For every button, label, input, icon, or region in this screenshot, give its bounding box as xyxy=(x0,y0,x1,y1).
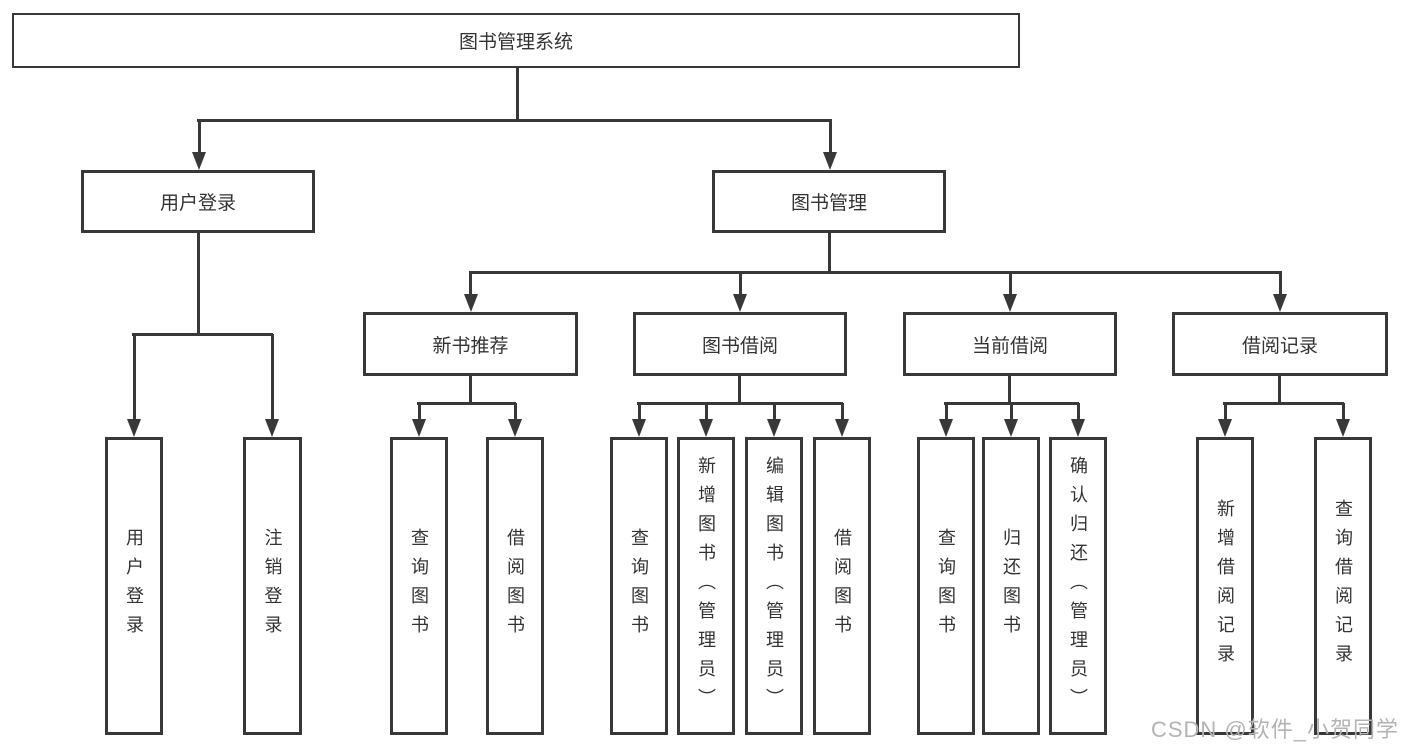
arrow-down-icon xyxy=(767,419,781,437)
node-current-borrowing-label: 当前借阅 xyxy=(971,335,1048,357)
connector-line xyxy=(637,402,843,405)
leaf-bb-edit-books: 编辑图书（管理员） xyxy=(745,437,803,735)
arrow-down-icon xyxy=(939,419,953,437)
connector-line xyxy=(1009,272,1012,298)
node-book-borrowing-label: 图书借阅 xyxy=(701,335,778,357)
node-book-management-label: 图书管理 xyxy=(790,193,867,214)
leaf-cb-confirm-return-label: 确认归还（管理员） xyxy=(1068,455,1088,717)
leaf-br-query-record: 查询借阅记录 xyxy=(1314,437,1372,735)
leaf-bb-add-books-label: 新增图书（管理员） xyxy=(696,455,716,717)
connector-line xyxy=(197,233,200,335)
connector-line xyxy=(198,120,201,154)
leaf-cb-return-books-label: 归还图书 xyxy=(1001,528,1021,644)
leaf-bb-query-books: 查询图书 xyxy=(610,437,668,735)
leaf-br-add-record: 新增借阅记录 xyxy=(1196,437,1254,735)
connector-line xyxy=(841,403,844,421)
arrow-down-icon xyxy=(1004,419,1018,437)
arrow-down-icon xyxy=(1218,419,1232,437)
arrow-down-icon xyxy=(835,419,849,437)
leaf-logout: 注销登录 xyxy=(243,437,302,735)
connector-line xyxy=(132,333,273,336)
arrow-down-icon xyxy=(412,419,426,437)
connector-line xyxy=(418,403,421,421)
node-library-system-label: 图书管理系统 xyxy=(458,32,573,53)
node-user-login: 用户登录 xyxy=(81,170,315,233)
connector-line xyxy=(828,233,831,273)
connector-line xyxy=(1223,402,1344,405)
leaf-bb-query-books-label: 查询图书 xyxy=(629,528,649,644)
leaf-bb-add-books: 新增图书（管理员） xyxy=(677,437,735,735)
connector-line xyxy=(271,334,274,422)
connector-line xyxy=(469,271,1282,274)
connector-line xyxy=(1279,272,1282,298)
csdn-watermark: CSDN @软件_小贺同学 xyxy=(1150,717,1399,742)
leaf-cb-confirm-return: 确认归还（管理员） xyxy=(1049,437,1107,735)
node-current-borrowing: 当前借阅 xyxy=(903,312,1117,376)
leaf-user-login: 用户登录 xyxy=(105,437,163,735)
leaf-cb-query-books: 查询图书 xyxy=(917,437,975,735)
arrow-down-icon xyxy=(192,152,206,170)
arrow-down-icon xyxy=(632,419,646,437)
connector-line xyxy=(469,272,472,298)
arrow-down-icon xyxy=(508,419,522,437)
arrow-down-icon xyxy=(823,152,837,170)
node-borrowing-records: 借阅记录 xyxy=(1172,312,1388,376)
node-library-system: 图书管理系统 xyxy=(12,13,1020,68)
arrow-down-icon xyxy=(1003,294,1017,312)
connector-line xyxy=(638,403,641,421)
connector-line xyxy=(133,334,136,422)
connector-line xyxy=(1077,403,1080,421)
arrow-down-icon xyxy=(1273,294,1287,312)
connector-line xyxy=(1224,403,1227,421)
leaf-nb-borrow-books: 借阅图书 xyxy=(486,437,544,735)
leaf-br-add-record-label: 新增借阅记录 xyxy=(1215,499,1235,673)
leaf-nb-query-books: 查询图书 xyxy=(390,437,448,735)
leaf-br-query-record-label: 查询借阅记录 xyxy=(1333,499,1353,673)
node-book-borrowing: 图书借阅 xyxy=(633,312,847,376)
connector-line xyxy=(829,120,832,154)
connector-line xyxy=(738,376,741,404)
leaf-nb-query-books-label: 查询图书 xyxy=(409,528,429,644)
leaf-cb-return-books: 归还图书 xyxy=(982,437,1040,735)
connector-line xyxy=(516,68,519,121)
leaf-nb-borrow-books-label: 借阅图书 xyxy=(505,528,525,644)
connector-line xyxy=(1010,403,1013,421)
arrow-down-icon xyxy=(265,419,279,437)
leaf-bb-edit-books-label: 编辑图书（管理员） xyxy=(764,455,784,717)
connector-line xyxy=(739,272,742,298)
connector-line xyxy=(705,403,708,421)
leaf-bb-borrow-books-label: 借阅图书 xyxy=(832,528,852,644)
node-book-management: 图书管理 xyxy=(712,170,946,233)
node-new-book-recommend: 新书推荐 xyxy=(363,312,578,376)
leaf-bb-borrow-books: 借阅图书 xyxy=(813,437,871,735)
connector-line xyxy=(773,403,776,421)
node-borrowing-records-label: 借阅记录 xyxy=(1241,335,1318,357)
connector-line xyxy=(1278,376,1281,404)
arrow-down-icon xyxy=(464,294,478,312)
connector-line xyxy=(1008,376,1011,404)
arrow-down-icon xyxy=(1071,419,1085,437)
connector-line xyxy=(1342,403,1345,421)
leaf-cb-query-books-label: 查询图书 xyxy=(936,528,956,644)
node-new-book-recommend-label: 新书推荐 xyxy=(432,335,509,357)
arrow-down-icon xyxy=(699,419,713,437)
arrow-down-icon xyxy=(127,419,141,437)
connector-line xyxy=(945,403,948,421)
arrow-down-icon xyxy=(1336,419,1350,437)
node-user-login-label: 用户登录 xyxy=(159,193,236,214)
connector-line xyxy=(417,402,516,405)
connector-line xyxy=(514,403,517,421)
connector-line xyxy=(469,376,472,404)
leaf-user-login-label: 用户登录 xyxy=(124,528,144,644)
connector-line xyxy=(197,119,832,122)
arrow-down-icon xyxy=(733,294,747,312)
leaf-logout-label: 注销登录 xyxy=(262,528,283,644)
